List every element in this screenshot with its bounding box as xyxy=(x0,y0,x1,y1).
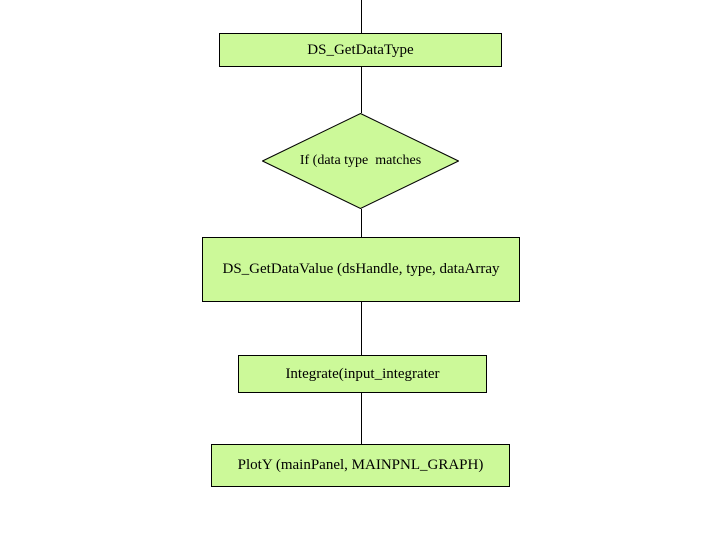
connector-line xyxy=(361,67,362,113)
node-integrate[interactable]: Integrate(input_integrater xyxy=(238,355,487,393)
node-ds-get-data-type[interactable]: DS_GetDataType xyxy=(219,33,502,67)
connector-line xyxy=(361,302,362,355)
node-label: If (data type matches xyxy=(299,153,422,168)
connector-line xyxy=(361,393,362,445)
connector-line xyxy=(361,209,362,237)
node-if-data-type-matches[interactable]: If (data type matches xyxy=(262,113,459,209)
node-label: DS_GetDataValue (dsHandle, type, dataArr… xyxy=(222,261,500,277)
node-label: Integrate(input_integrater xyxy=(285,365,440,382)
decision-diamond-icon xyxy=(262,113,459,209)
connector-line-top xyxy=(361,0,362,33)
node-plot-y[interactable]: PlotY (mainPanel, MAINPNL_GRAPH) xyxy=(211,444,510,487)
node-ds-get-data-value[interactable]: DS_GetDataValue (dsHandle, type, dataArr… xyxy=(202,237,520,302)
node-label: PlotY (mainPanel, MAINPNL_GRAPH) xyxy=(237,457,484,473)
node-label: DS_GetDataType xyxy=(307,41,414,58)
